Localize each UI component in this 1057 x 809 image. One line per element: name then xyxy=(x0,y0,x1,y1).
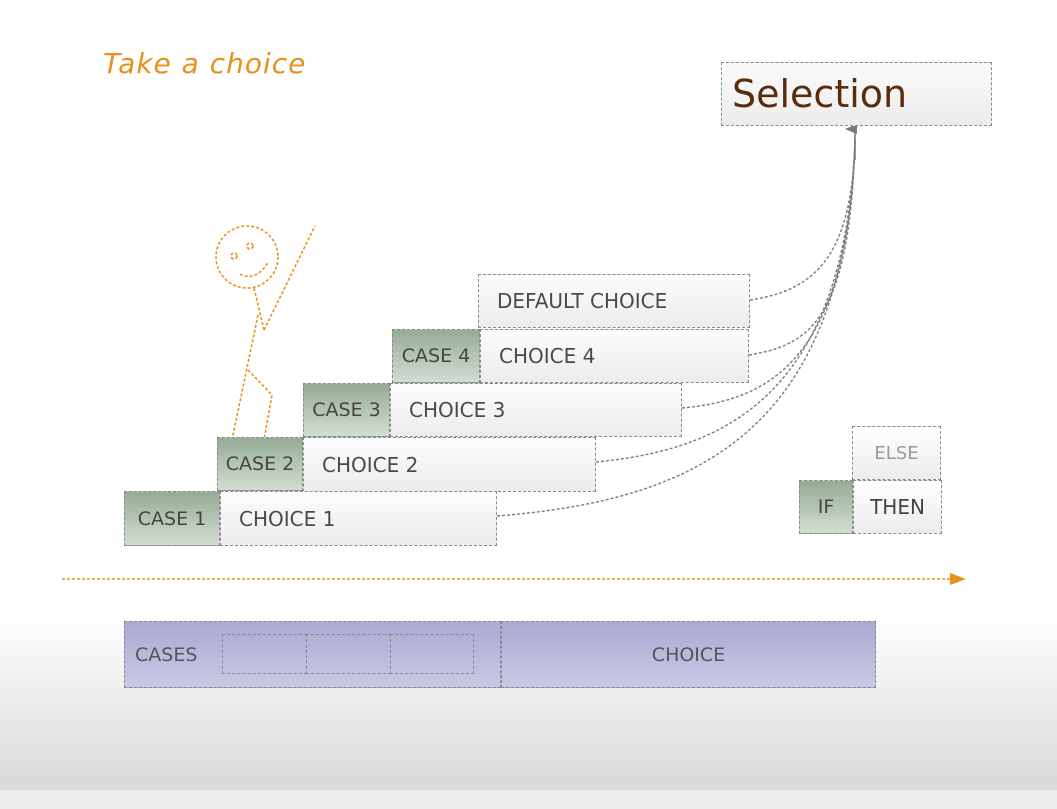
case-3-box: CASE 3 xyxy=(303,383,390,437)
choice-4-box: CHOICE 4 xyxy=(480,329,749,383)
case-slot-2 xyxy=(306,634,391,674)
case-2-box: CASE 2 xyxy=(217,437,303,491)
cases-label: CASES xyxy=(135,643,198,666)
else-box: ELSE xyxy=(852,426,941,480)
connector-choice-1 xyxy=(496,139,856,517)
case-slot-3 xyxy=(390,634,474,674)
stick-figure-icon xyxy=(215,225,316,441)
choice-label: CHOICE xyxy=(651,643,726,666)
default-choice-box: DEFAULT CHOICE xyxy=(478,274,750,328)
if-box: IF xyxy=(799,480,853,534)
selection-box: Selection xyxy=(721,62,992,126)
choice-3-box: CHOICE 3 xyxy=(390,383,682,437)
connector-choice-4 xyxy=(748,139,856,356)
cases-bar: CASES xyxy=(124,621,501,688)
page-title: Take a choice xyxy=(103,47,307,80)
connector-default xyxy=(749,139,856,301)
connector-choice-3 xyxy=(681,139,856,409)
then-box: THEN xyxy=(853,480,942,534)
choice-bar: CHOICE xyxy=(501,621,876,688)
case-1-box: CASE 1 xyxy=(124,491,220,546)
choice-1-box: CHOICE 1 xyxy=(220,491,497,546)
case-slot-1 xyxy=(222,634,307,674)
connector-choice-2 xyxy=(595,139,856,463)
case-4-box: CASE 4 xyxy=(392,329,480,383)
choice-2-box: CHOICE 2 xyxy=(303,437,596,492)
